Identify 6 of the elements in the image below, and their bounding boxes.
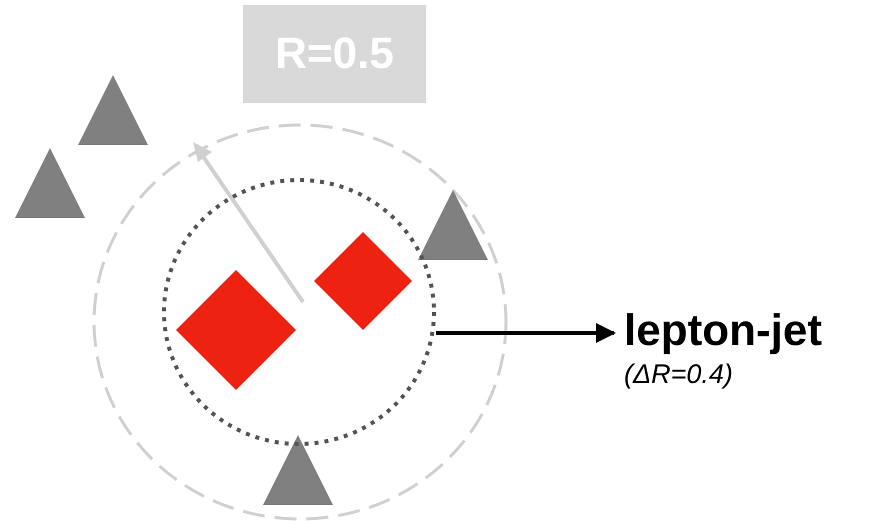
radius-note: (ΔR=0.4) xyxy=(624,359,734,390)
jet-label: lepton-jet xyxy=(624,307,823,356)
diamond-marker xyxy=(176,270,296,390)
jet-circle xyxy=(162,178,436,446)
diamond-marker xyxy=(314,232,412,330)
arrow xyxy=(436,323,616,343)
